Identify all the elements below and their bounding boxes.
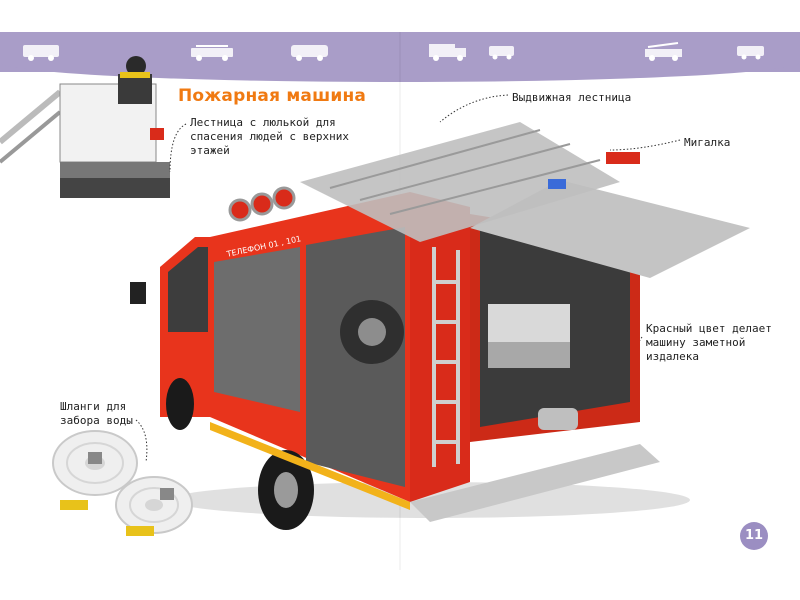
bus-icon — [291, 45, 328, 61]
ladder-truck-icon — [645, 42, 682, 61]
label-water-hoses: Шланги для забора воды — [60, 400, 133, 427]
fire-engine-icon — [191, 45, 233, 61]
fire-truck — [130, 122, 750, 530]
rescue-basket-illustration — [0, 56, 170, 198]
label-extendable-ladder: Выдвижная лестница — [512, 91, 632, 104]
water-hoses-illustration — [52, 430, 193, 536]
camper-icon — [737, 46, 764, 60]
page-title: Пожарная машина — [178, 86, 367, 106]
label-ladder-basket: Лестница с люлькой для спасения людей с … — [190, 116, 349, 157]
van-icon — [23, 45, 59, 61]
label-flashing-light: Мигалка — [684, 136, 731, 149]
fire-truck-illustration — [0, 56, 750, 536]
truck-icon — [429, 44, 466, 61]
minibus-icon — [489, 46, 514, 60]
label-red-color: Красный цвет делает машину заметной изда… — [646, 322, 772, 363]
page-number-badge: 11 — [740, 522, 768, 550]
book-page: Пожарная машина Лестница с люлькой для с… — [0, 32, 800, 570]
